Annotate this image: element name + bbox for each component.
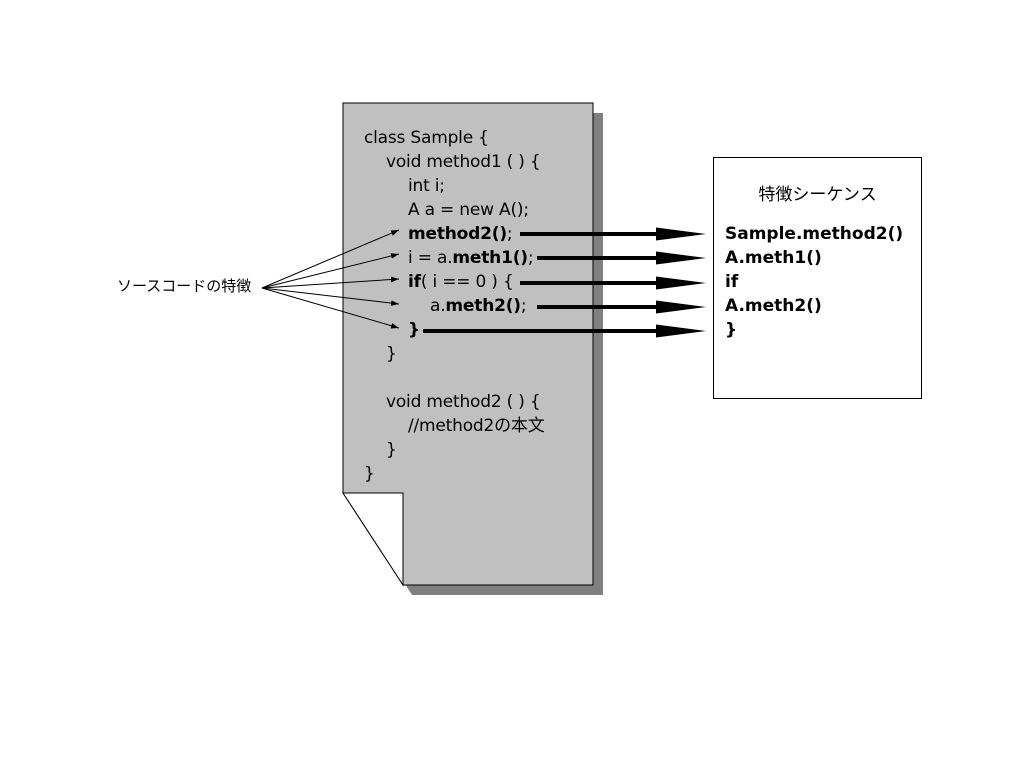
code-line-if-close: } [408,320,420,340]
code-line-int-decl: int i; [408,176,445,196]
code-line-method1-decl: void method1 ( ) { [386,152,541,172]
code-line-method1-close: } [386,344,397,364]
source-features-label: ソースコードの特徴 [117,277,252,295]
code-line-method2-call: method2(); [408,224,513,244]
feature-arrow-meth1 [261,253,400,289]
code-line-if: if( i == 0 ) { [408,272,514,292]
sequence-item: A.meth2() [725,296,822,316]
document-fold [342,492,404,587]
code-line-class-decl: class Sample { [364,128,489,148]
code-line-meth1-call: i = a.meth1(); [408,248,534,268]
sequence-item: if [725,272,739,292]
sequence-arrow-4 [537,300,706,314]
sequence-arrow-3 [520,276,706,290]
source-document [342,102,594,586]
sequence-item: Sample.method2() [725,224,904,244]
feature-arrow-method2 [261,229,400,289]
feature-sequence-title: 特徴シーケンス [758,185,877,205]
code-line-meth2-call: a.meth2(); [430,296,527,316]
code-line-method2-close: } [386,440,397,460]
feature-sequence-box: 特徴シーケンス Sample.method2() A.meth1() if A.… [713,157,922,399]
sequence-arrow-1 [520,227,706,241]
code-line-new-a: A a = new A(); [408,200,529,220]
sequence-item: A.meth1() [725,248,822,268]
code-line-class-close: } [364,464,375,484]
sequence-item: } [725,320,738,340]
feature-arrow-meth2 [261,287,400,306]
sequence-arrow-2 [537,251,706,265]
feature-arrow-close-brace [261,287,400,329]
sequence-arrow-5 [423,324,706,338]
feature-arrow-if [261,276,400,289]
code-line-comment: //method2の本文 [408,416,545,436]
code-line-method2-decl: void method2 ( ) { [386,392,541,412]
